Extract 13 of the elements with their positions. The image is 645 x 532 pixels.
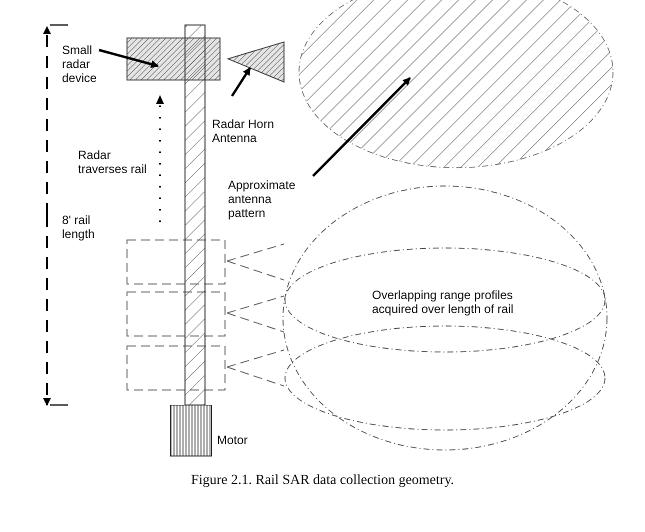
horn-antenna-triangle xyxy=(226,41,284,83)
leader-line xyxy=(230,67,252,97)
annotation-text: 8' rail length xyxy=(62,213,96,241)
part-label: Motor xyxy=(217,433,248,447)
rail xyxy=(184,24,206,406)
callout-text: Approximate antenna pattern xyxy=(228,178,296,220)
callout-text: Small radar device xyxy=(62,43,98,85)
leader-line xyxy=(98,48,159,68)
annotation-text: Radar traverses rail xyxy=(78,148,148,176)
callout-text: Radar Horn Antenna xyxy=(212,117,276,145)
figure-caption: Figure 2.1. Rail SAR data collection geometry. xyxy=(190,474,456,488)
leader-line xyxy=(312,77,411,177)
annotation-text: Overlapping range profiles acquired over length of rail xyxy=(372,288,514,316)
